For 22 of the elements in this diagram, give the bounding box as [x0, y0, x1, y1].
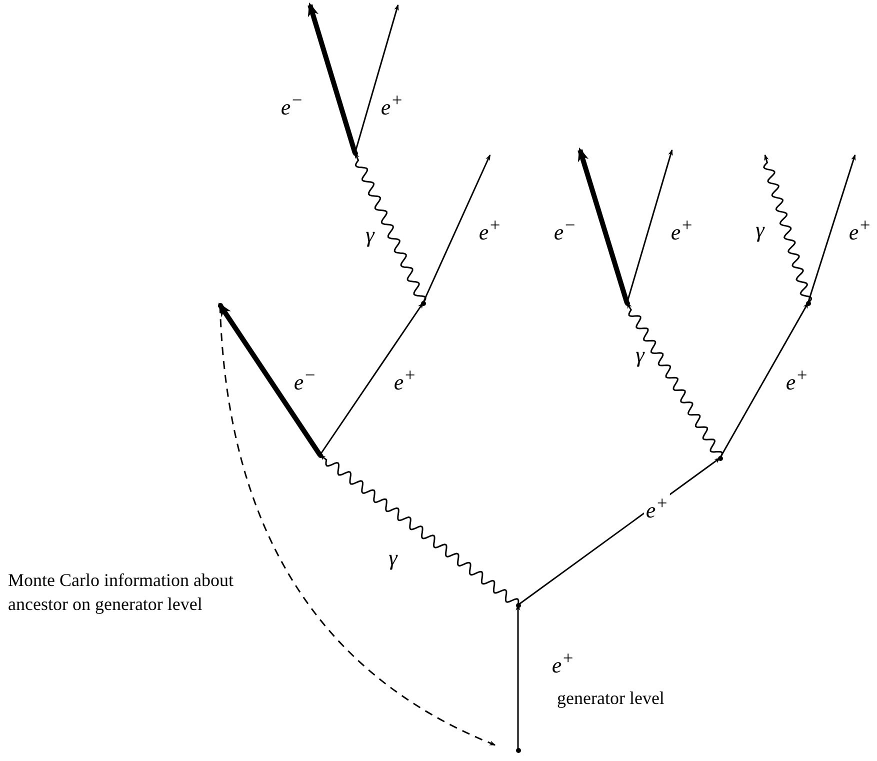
arrow [719, 302, 809, 458]
vertex-point [516, 602, 520, 608]
thick-arrow [218, 302, 322, 456]
vertex-point [352, 150, 358, 156]
wavy-arrow [320, 454, 520, 606]
thick-arrow [308, 2, 358, 154]
arrow [807, 154, 856, 304]
arrow [319, 302, 424, 456]
vertex-point [624, 300, 630, 306]
vertex-point [806, 300, 810, 306]
vertex-point [516, 748, 520, 752]
thick-arrow [578, 147, 630, 304]
arrow [626, 149, 673, 304]
annotation-text: generator level [557, 687, 666, 710]
vertex-point [718, 456, 722, 460]
vertex-point [318, 452, 322, 458]
vertex-point [218, 302, 222, 308]
vertex-point [420, 300, 426, 306]
annotation-text: Monte Carlo information about ancestor on generator level [8, 569, 234, 616]
wavy-arrow [763, 154, 812, 304]
arrow [354, 4, 399, 154]
arrow [422, 154, 491, 304]
